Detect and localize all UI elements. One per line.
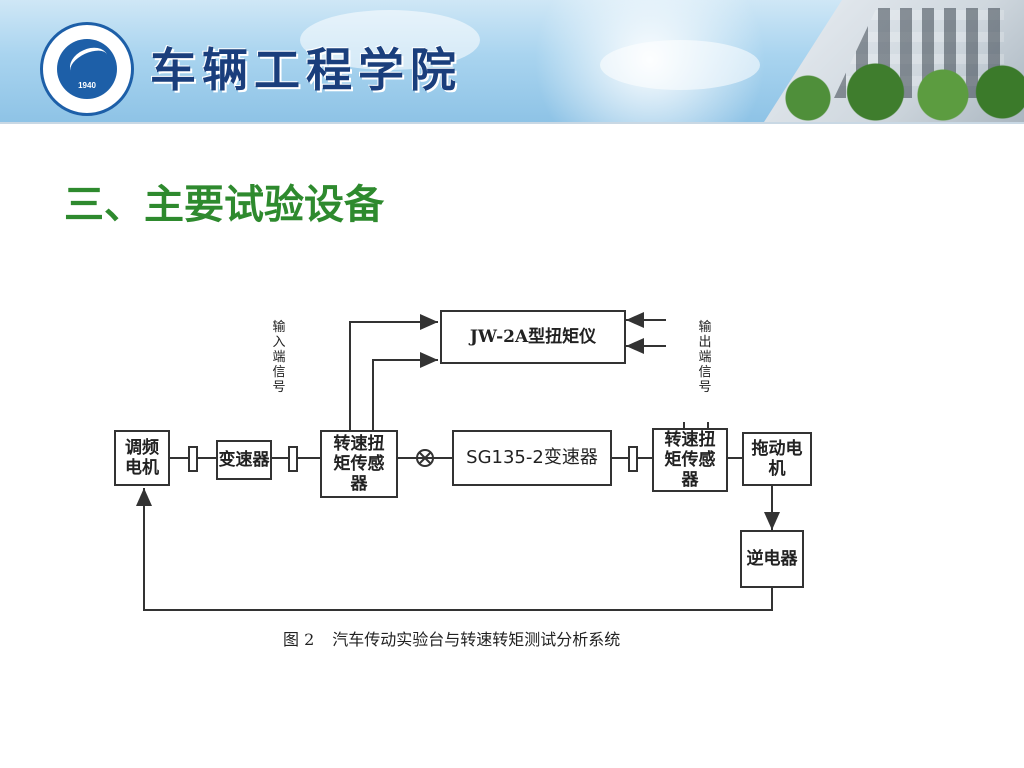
figure-number: 图 2 bbox=[283, 630, 315, 649]
coupling bbox=[288, 446, 298, 472]
jw2a-torque-meter-box: JW-2A型扭矩仪 bbox=[440, 310, 626, 364]
inverter-box: 逆电器 bbox=[740, 530, 804, 588]
universal-joint-icon bbox=[416, 449, 434, 467]
campus-trees bbox=[754, 62, 1024, 122]
banner-divider bbox=[0, 122, 1024, 124]
output-speed-torque-sensor-box: 转速扭矩传感器 bbox=[652, 428, 728, 492]
node-label: JW-2A型扭矩仪 bbox=[469, 327, 597, 347]
gearbox-box: 变速器 bbox=[216, 440, 272, 480]
coupling bbox=[628, 446, 638, 472]
drag-motor-box: 拖动电机 bbox=[742, 432, 812, 486]
coupling bbox=[188, 446, 198, 472]
node-label: 调频电机 bbox=[125, 438, 159, 478]
figure-caption-text: 汽车传动实验台与转速转矩测试分析系统 bbox=[332, 630, 621, 649]
cloud bbox=[300, 10, 480, 70]
feedback-loop-line bbox=[136, 488, 773, 611]
output-signal-label: 输出端信号 bbox=[698, 320, 712, 395]
node-label: 变速器 bbox=[218, 450, 270, 470]
node-label: 转速扭矩传感器 bbox=[333, 434, 385, 494]
input-signal-line-1 bbox=[349, 314, 438, 430]
node-label: 逆电器 bbox=[746, 549, 798, 569]
sg135-transmission-box: SG135-2变速器 bbox=[452, 430, 612, 486]
input-signal-label: 输入端信号 bbox=[272, 320, 286, 395]
logo-emblem-icon bbox=[57, 39, 117, 99]
university-logo: 1940 bbox=[40, 22, 134, 116]
variable-frequency-motor-box: 调频电机 bbox=[114, 430, 170, 486]
college-name: 车辆工程学院 bbox=[150, 43, 462, 97]
node-label: SG135-2变速器 bbox=[466, 447, 598, 468]
test-bench-diagram: 调频电机 变速器 转速扭矩传感器 JW-2A型扭矩仪 SG135-2变速器 转速… bbox=[100, 290, 840, 670]
node-label: 转速扭矩传感器 bbox=[664, 430, 716, 490]
input-signal-line-2 bbox=[372, 352, 438, 430]
cloud bbox=[600, 40, 760, 90]
figure-caption: 图 2 汽车传动实验台与转速转矩测试分析系统 bbox=[283, 626, 620, 650]
node-label: 拖动电机 bbox=[751, 439, 803, 479]
slide-title: 三、主要试验设备 bbox=[64, 182, 384, 228]
logo-year: 1940 bbox=[78, 81, 96, 90]
input-speed-torque-sensor-box: 转速扭矩传感器 bbox=[320, 430, 398, 498]
header-banner: 1940 车辆工程学院 bbox=[0, 0, 1024, 122]
